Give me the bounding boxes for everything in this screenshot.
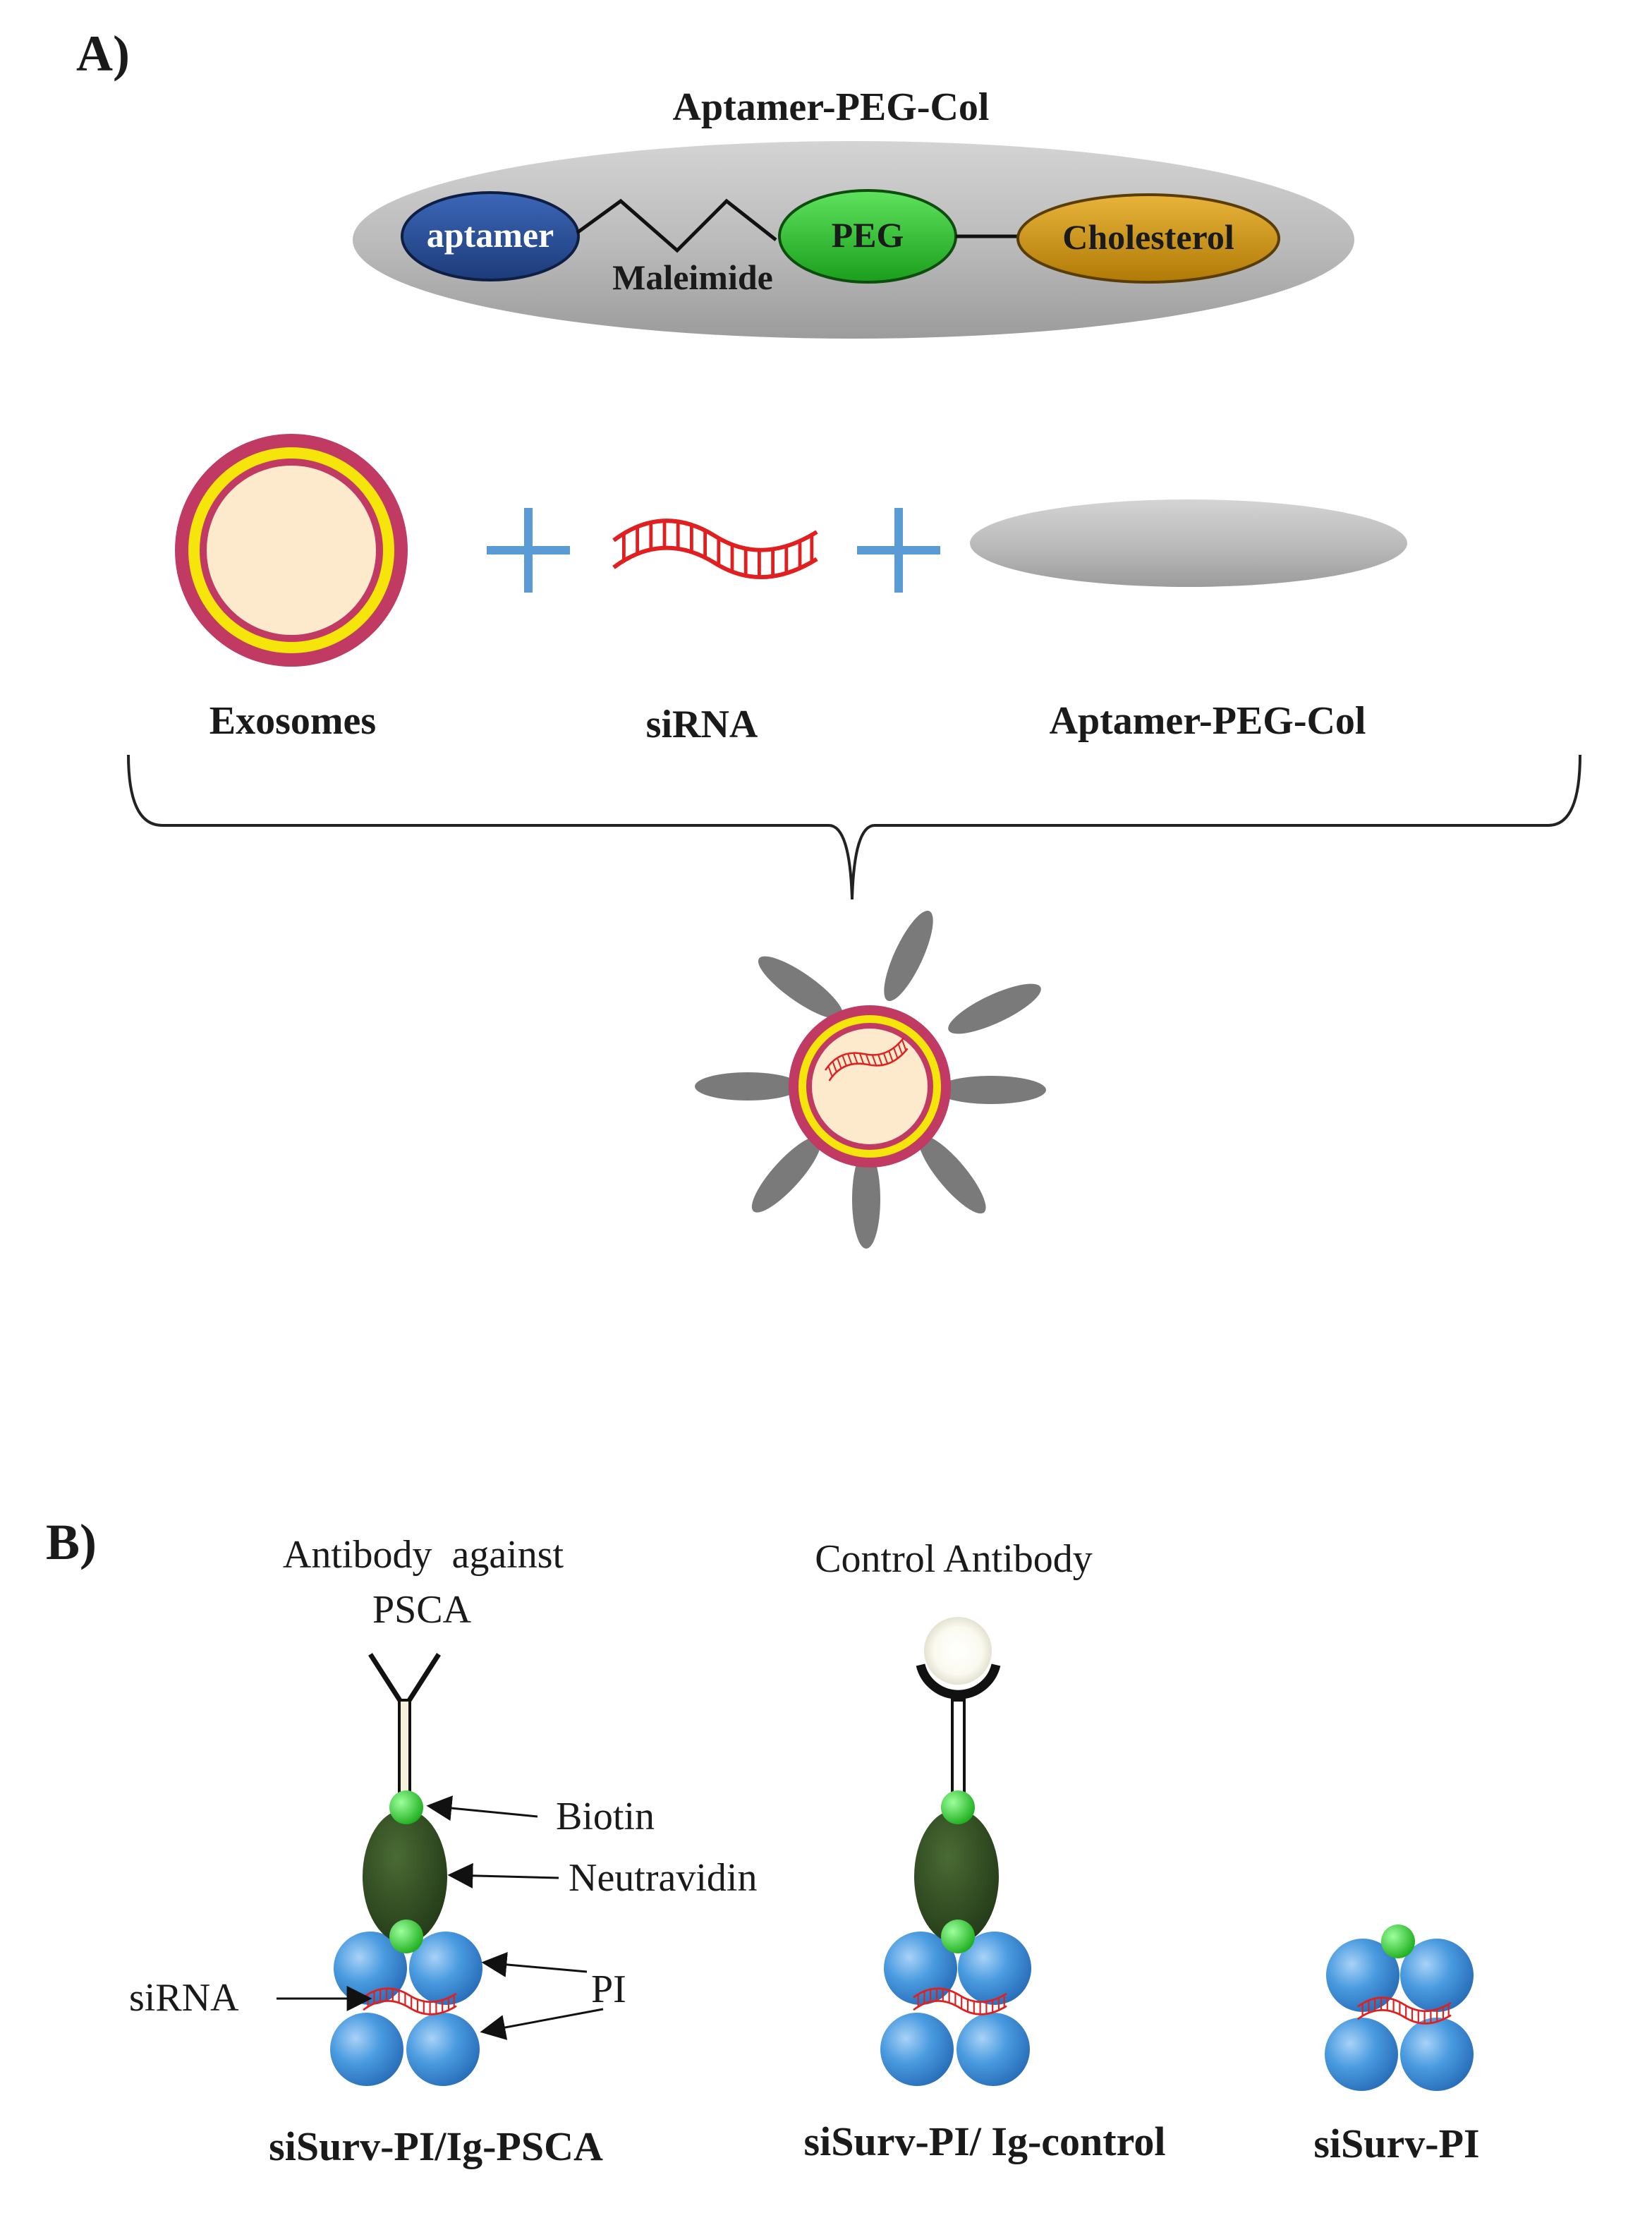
formulation-psca-label: siSurv-PI/Ig-PSCA <box>269 2123 603 2169</box>
sirna-b-label: siRNA <box>129 1976 239 2020</box>
psca-antibody-icon <box>368 1653 441 1807</box>
biotin-label: Biotin <box>556 1795 655 1838</box>
biotin-icon-top-2 <box>941 1790 975 1824</box>
neutravidin-icon-2 <box>914 1809 999 1944</box>
peg-label: PEG <box>832 215 904 255</box>
plus-icon-1 <box>487 508 570 593</box>
neutravidin-icon <box>363 1809 447 1944</box>
maleimide-label: Maleimide <box>612 257 773 297</box>
biotin-arrow <box>426 1795 538 1821</box>
construct-psca <box>330 1653 482 2086</box>
antibody-psca-label-line1: Antibody against <box>283 1533 564 1577</box>
pi-arrow-2 <box>480 2008 604 2040</box>
pi-cluster-3 <box>1325 1939 1474 2091</box>
biotin-icon-top <box>389 1790 423 1824</box>
loaded-exosome-icon <box>695 910 1046 1249</box>
pi-cluster-2 <box>880 1932 1031 2086</box>
sirna-icon <box>614 521 817 577</box>
exosome-icon <box>175 434 408 667</box>
biotin-icon-3 <box>1381 1924 1415 1958</box>
neutravidin-label: Neutravidin <box>569 1856 757 1900</box>
cholesterol-oval <box>1016 193 1280 284</box>
cholesterol-label: Cholesterol <box>1062 217 1234 257</box>
conjugate-small-ellipse <box>970 499 1407 587</box>
pi-cluster-1 <box>330 1932 482 2086</box>
control-antibody-label: Control Antibody <box>815 1537 1093 1581</box>
plus-icon-2 <box>857 508 940 593</box>
conjugate-title: Aptamer-PEG-Col <box>673 85 990 129</box>
pi-arrow-1 <box>481 1951 588 1977</box>
construct-control <box>880 1617 1031 2086</box>
formulation-plain-label: siSurv-PI <box>1313 2121 1479 2166</box>
sirna-label: siRNA <box>646 703 758 746</box>
antibody-psca-label-line2: PSCA <box>372 1588 472 1632</box>
panel-b-label: B) <box>46 1514 97 1570</box>
maleimide-zigzag <box>576 198 777 253</box>
combine-brace <box>127 754 1581 900</box>
biotin-icon-bottom-2 <box>941 1920 975 1953</box>
neutravidin-arrow <box>447 1862 559 1888</box>
exosomes-label: Exosomes <box>209 699 376 743</box>
pi-label: PI <box>591 1968 626 2011</box>
biotin-icon-bottom <box>389 1920 423 1953</box>
construct-plain <box>1325 1924 1474 2091</box>
panel-a-label: A) <box>76 25 130 82</box>
formulation-control-label: siSurv-PI/ Ig-control <box>804 2118 1166 2164</box>
conjugate-label: Aptamer-PEG-Col <box>1050 699 1366 743</box>
aptamer-label: aptamer <box>427 215 554 255</box>
aptamer-oval <box>401 191 580 281</box>
control-antibody-icon <box>916 1617 1001 1807</box>
